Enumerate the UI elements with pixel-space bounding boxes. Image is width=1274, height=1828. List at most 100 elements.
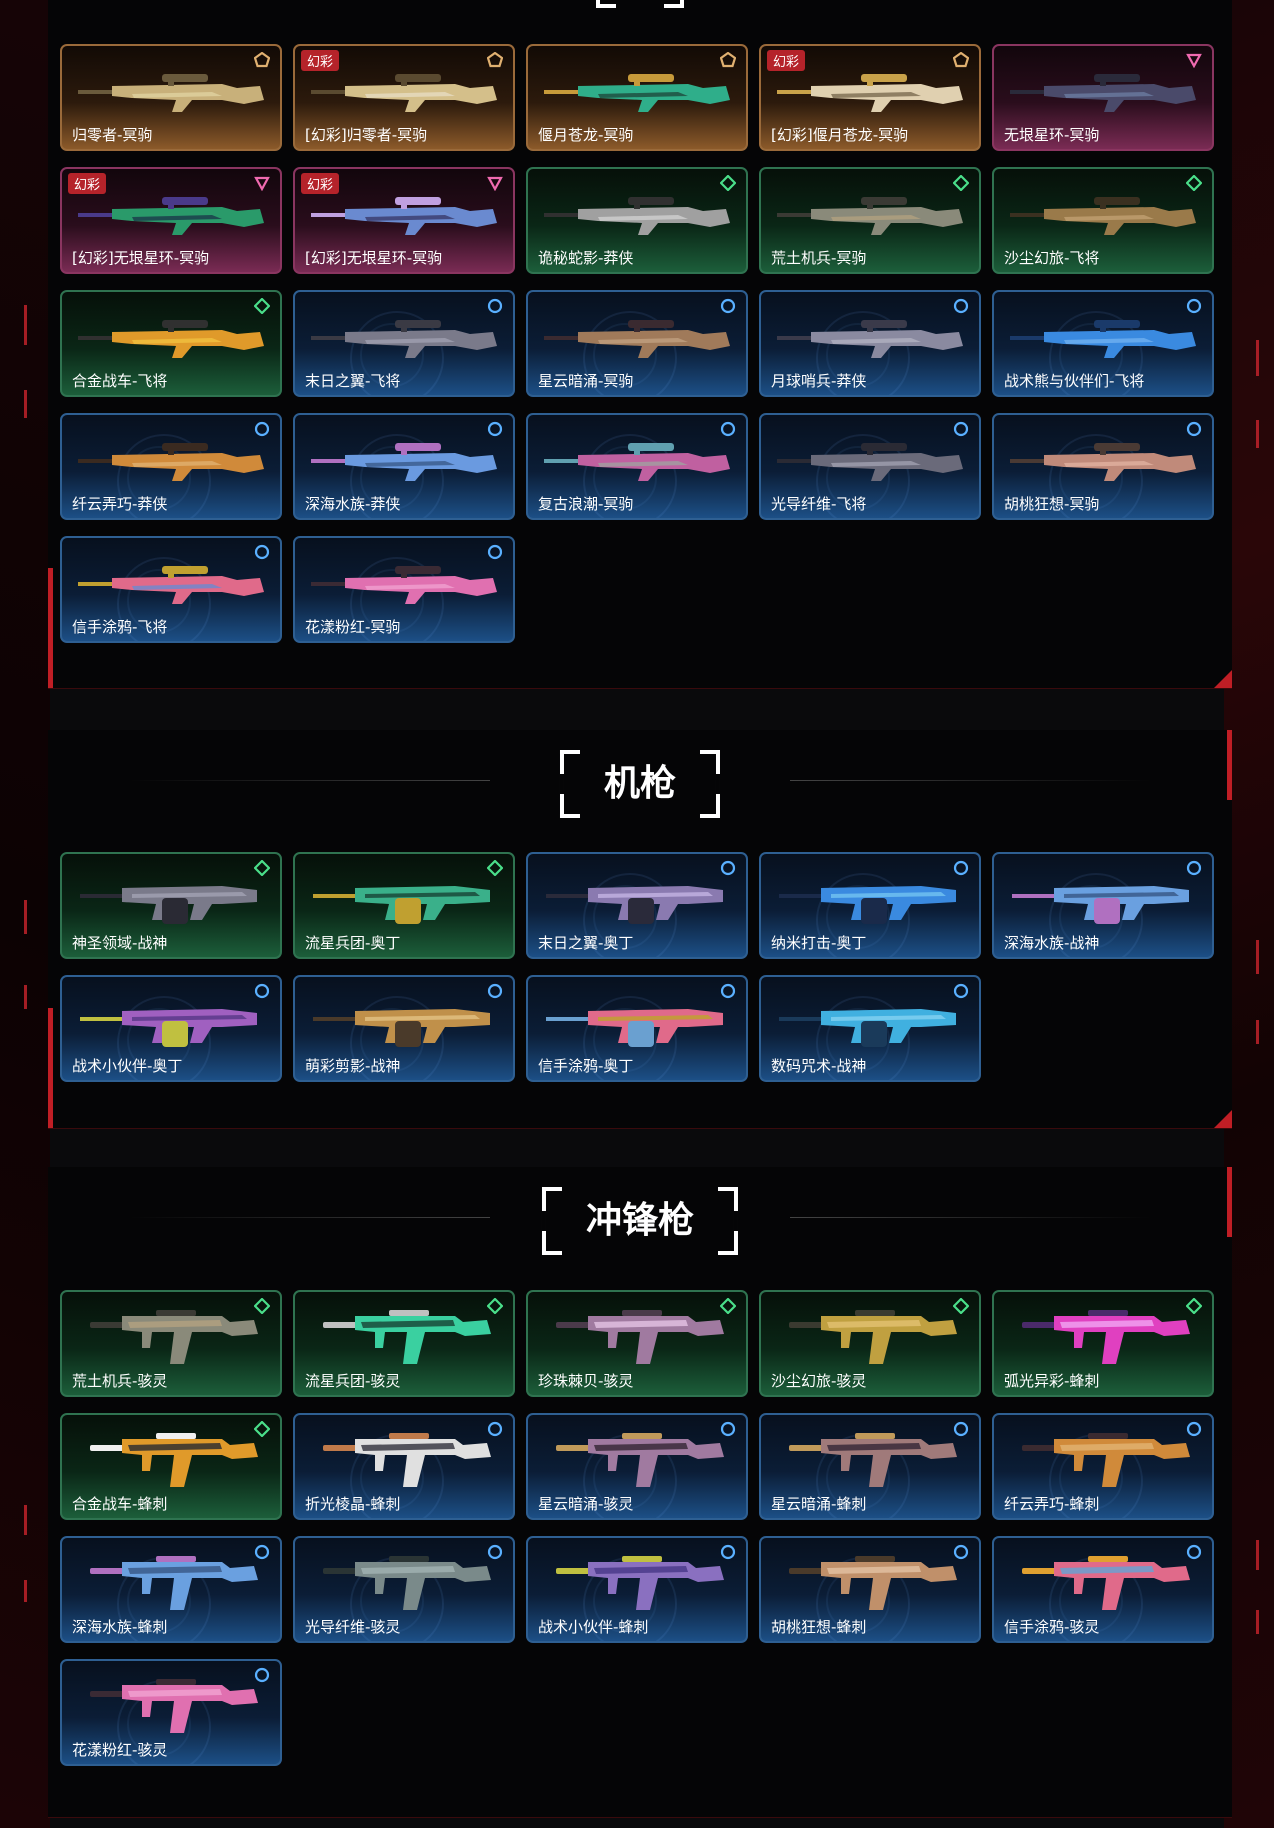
skin-card[interactable]: 末日之翼-奥丁 (526, 852, 748, 959)
circle-rarity-icon (953, 298, 969, 314)
weapon-skin-image (78, 320, 264, 358)
pentagon-rarity-icon (254, 52, 270, 68)
decorative-side-tick (1256, 340, 1259, 376)
weapon-skin-image (311, 320, 497, 358)
skin-card[interactable]: 末日之翼-飞将 (293, 290, 515, 397)
skin-card[interactable]: 折光棱晶-蜂刺 (293, 1413, 515, 1520)
skin-card[interactable]: 流星兵团-奥丁 (293, 852, 515, 959)
card-bg-ring (360, 568, 425, 633)
skin-name: 合金战车-飞将 (72, 372, 168, 390)
skin-card[interactable]: 合金战车-飞将 (60, 290, 282, 397)
skin-card[interactable]: 花漾粉红-冥驹 (293, 536, 515, 643)
skin-card[interactable]: 星云暗涌-骇灵 (526, 1413, 748, 1520)
skin-card[interactable]: 无垠星环-冥驹 (992, 44, 1214, 151)
weapon-skin-image (311, 74, 497, 112)
mg-section-header: 机枪 (48, 740, 1232, 820)
skin-card[interactable]: 信手涂鸦-骇灵 (992, 1536, 1214, 1643)
skin-name: 纤云弄巧-蜂刺 (1004, 1495, 1100, 1513)
skin-name: 战术熊与伙伴们-飞将 (1004, 372, 1145, 390)
skin-card[interactable]: 幻彩[幻彩]归零者-冥驹 (293, 44, 515, 151)
skin-card[interactable]: 胡桃狂想-冥驹 (992, 413, 1214, 520)
card-bg-ring (127, 568, 192, 633)
skin-card[interactable]: 纳米打击-奥丁 (759, 852, 981, 959)
skin-name: 战术小伙伴-奥丁 (72, 1057, 183, 1075)
skin-name: 流星兵团-骇灵 (305, 1372, 401, 1390)
weapon-skin-image (546, 886, 723, 924)
skin-name: 数码咒术-战神 (771, 1057, 867, 1075)
card-bg-ring (349, 433, 444, 518)
diamond-rarity-icon (254, 1298, 270, 1314)
card-bg-ring (815, 872, 910, 957)
skin-card[interactable]: 合金战车-蜂刺 (60, 1413, 282, 1520)
card-bg-ring (582, 995, 677, 1080)
skin-card[interactable]: 光导纤维-骇灵 (293, 1536, 515, 1643)
circle-rarity-icon (953, 421, 969, 437)
skin-card[interactable]: 星云暗涌-冥驹 (526, 290, 748, 397)
skin-card[interactable]: 沙尘幻旅-骇灵 (759, 1290, 981, 1397)
skin-name: 萌彩剪影-战神 (305, 1057, 401, 1075)
skin-card[interactable]: 复古浪潮-冥驹 (526, 413, 748, 520)
header-line-left (130, 780, 490, 781)
circle-rarity-icon (720, 298, 736, 314)
skin-name: 花漾粉红-冥驹 (305, 618, 401, 636)
skin-name: 信手涂鸦-骇灵 (1004, 1618, 1100, 1636)
skin-name: 无垠星环-冥驹 (1004, 126, 1100, 144)
card-bg-ring (127, 1007, 192, 1072)
skin-card[interactable]: 光导纤维-飞将 (759, 413, 981, 520)
skin-card[interactable]: 战术熊与伙伴们-飞将 (992, 290, 1214, 397)
skin-card[interactable]: 诡秘蛇影-莽侠 (526, 167, 748, 274)
card-bg-ring (593, 884, 658, 949)
diamond-rarity-icon (953, 175, 969, 191)
weapon-skin-image (556, 1310, 724, 1364)
skin-card[interactable]: 荒土机兵-骇灵 (60, 1290, 282, 1397)
skin-card[interactable]: 深海水族-莽侠 (293, 413, 515, 520)
skin-card[interactable]: 荒土机兵-冥驹 (759, 167, 981, 274)
skin-card[interactable]: 深海水族-战神 (992, 852, 1214, 959)
circle-rarity-icon (487, 983, 503, 999)
diamond-rarity-icon (254, 1421, 270, 1437)
skin-card[interactable]: 信手涂鸦-飞将 (60, 536, 282, 643)
skin-card[interactable]: 花漾粉红-骇灵 (60, 1659, 282, 1766)
skin-card[interactable]: 萌彩剪影-战神 (293, 975, 515, 1082)
bracket-left (559, 750, 580, 818)
prismatic-badge: 幻彩 (301, 50, 340, 71)
weapon-skin-image (311, 443, 497, 481)
skin-card[interactable]: 纤云弄巧-莽侠 (60, 413, 282, 520)
skin-card[interactable]: 数码咒术-战神 (759, 975, 981, 1082)
skin-card[interactable]: 战术小伙伴-蜂刺 (526, 1536, 748, 1643)
skin-card[interactable]: 神圣领域-战神 (60, 852, 282, 959)
weapon-skin-image (323, 1556, 491, 1610)
skin-card[interactable]: 信手涂鸦-奥丁 (526, 975, 748, 1082)
weapon-skin-image (78, 443, 264, 481)
skin-card[interactable]: 珍珠棘贝-骇灵 (526, 1290, 748, 1397)
skin-card[interactable]: 星云暗涌-蜂刺 (759, 1413, 981, 1520)
skin-card[interactable]: 流星兵团-骇灵 (293, 1290, 515, 1397)
card-bg-ring (815, 433, 910, 518)
skin-card[interactable]: 深海水族-蜂刺 (60, 1536, 282, 1643)
decorative-side-tick (1256, 1540, 1259, 1570)
panel-accent-left (48, 1008, 53, 1128)
weapon-skin-image (1022, 1310, 1190, 1364)
skin-card[interactable]: 纤云弄巧-蜂刺 (992, 1413, 1214, 1520)
weapon-skin-image (789, 1556, 957, 1610)
skin-card[interactable]: 月球哨兵-莽侠 (759, 290, 981, 397)
skin-name: 偃月苍龙-冥驹 (538, 126, 634, 144)
skin-card[interactable]: 偃月苍龙-冥驹 (526, 44, 748, 151)
skin-card[interactable]: 幻彩[幻彩]无垠星环-冥驹 (293, 167, 515, 274)
weapon-skin-image (90, 1433, 258, 1487)
diamond-rarity-icon (720, 175, 736, 191)
skin-card[interactable]: 沙尘幻旅-飞将 (992, 167, 1214, 274)
weapon-skin-image (78, 566, 264, 604)
card-bg-ring (593, 322, 658, 387)
bracket-right (700, 750, 721, 818)
weapon-skin-image (777, 197, 963, 235)
skin-card[interactable]: 幻彩[幻彩]偃月苍龙-冥驹 (759, 44, 981, 151)
skin-card[interactable]: 战术小伙伴-奥丁 (60, 975, 282, 1082)
card-bg-ring (127, 445, 192, 510)
skin-name: 战术小伙伴-蜂刺 (538, 1618, 649, 1636)
skin-card[interactable]: 归零者-冥驹 (60, 44, 282, 151)
skin-card[interactable]: 幻彩[幻彩]无垠星环-冥驹 (60, 167, 282, 274)
card-bg-ring (349, 310, 444, 395)
skin-card[interactable]: 弧光异彩-蜂刺 (992, 1290, 1214, 1397)
skin-card[interactable]: 胡桃狂想-蜂刺 (759, 1536, 981, 1643)
